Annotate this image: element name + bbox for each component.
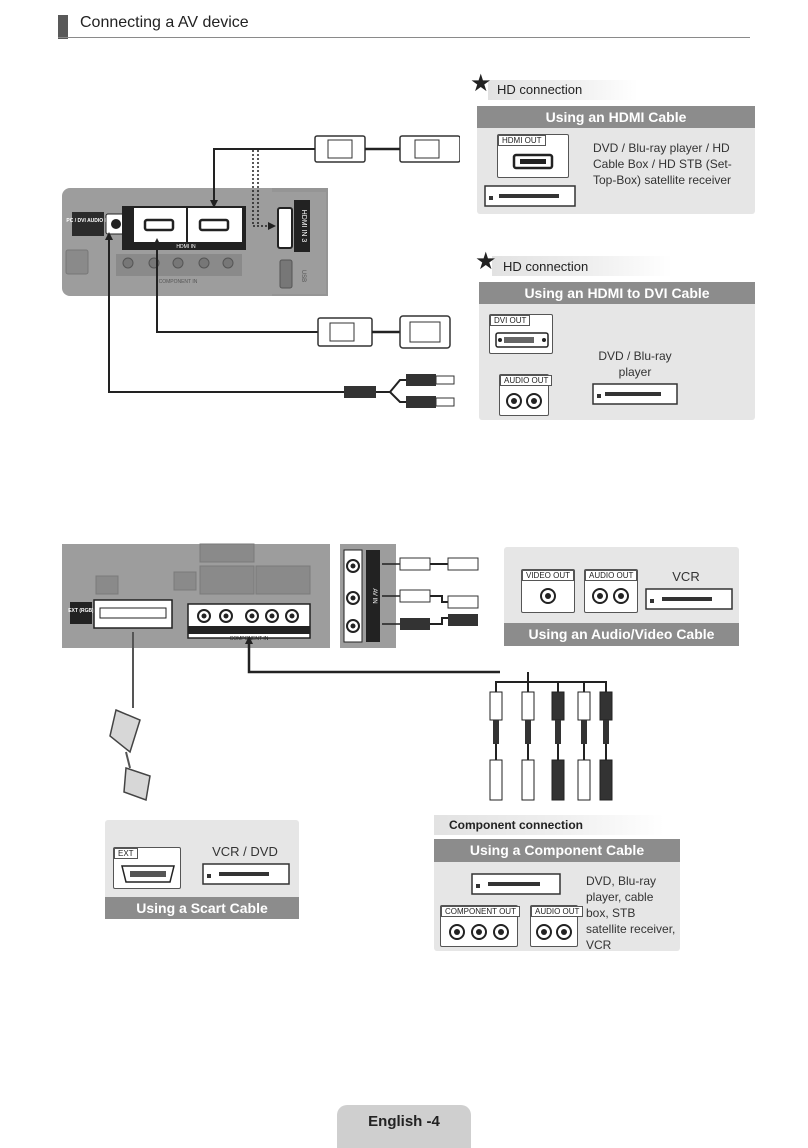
- scart-plug-top: [109, 708, 141, 754]
- dvi-out-label: DVI OUT: [490, 315, 531, 326]
- section-divider: [58, 37, 750, 38]
- hdmi-out-port-box: HDMI OUT: [497, 134, 569, 178]
- hdmi-device-list: DVD / Blu-ray player / HD Cable Box / HD…: [593, 141, 732, 187]
- av-panel-title: Using an Audio/Video Cable: [504, 623, 739, 646]
- dvi-audio-out-label: AUDIO OUT: [500, 375, 553, 386]
- component-device-list: DVD, Blu-ray player, cable box, STB sate…: [586, 874, 676, 952]
- player-device-icon: [484, 185, 576, 207]
- ext-rgb-label: EXT (RGB): [68, 608, 94, 614]
- scart-port-icon: [121, 865, 175, 883]
- upper-plugs: [489, 691, 613, 744]
- av-device-name: VCR: [672, 569, 700, 584]
- star-icon: ★: [470, 70, 492, 97]
- component-out-port-box: COMPONENT OUT: [440, 905, 520, 947]
- dvi-port-icon: [495, 332, 549, 348]
- pc-dvi-audio-label-box: [72, 212, 104, 236]
- component-connection-label: Component connection: [449, 818, 583, 832]
- hd-connection-badge-1: [488, 80, 638, 100]
- component-audio-out-label: AUDIO OUT: [531, 906, 584, 917]
- component-jacks-icon: [449, 924, 509, 940]
- component-audio-out-port-box: AUDIO OUT: [530, 905, 584, 947]
- hdmi-panel-title: Using an HDMI Cable: [477, 106, 755, 128]
- scart-device-name: VCR / DVD: [212, 844, 278, 859]
- hd-connection-label-2: HD connection: [503, 259, 589, 274]
- video-jack-icon: [540, 588, 556, 604]
- component-in-label-top: COMPONENT IN: [159, 279, 198, 285]
- mini-jack-plug: [344, 386, 376, 398]
- hdmi-panel: Using an HDMI Cable HDMI OUT DVD / Blu-r…: [477, 106, 755, 214]
- vcr-dvd-device-icon: [202, 863, 290, 885]
- tv-rear-panel-top-diagram: PC / DVI AUDIO IN HDMI IN COMPONENT IN H…: [62, 135, 460, 408]
- dvi-audio-out-port-box: AUDIO OUT: [499, 374, 553, 416]
- audio-jacks-icon: [536, 924, 572, 940]
- player-device-icon: [471, 873, 561, 895]
- hdmi-port-1-icon: [143, 218, 175, 232]
- dvi-out-port-box: DVI OUT: [489, 314, 553, 354]
- ext-port-label: EXT: [114, 848, 138, 859]
- component-cable-plugs: [489, 672, 613, 801]
- star-icon: ★: [475, 248, 497, 275]
- av-panel: VIDEO OUT AUDIO OUT VCR Using an Audio/V…: [504, 547, 739, 646]
- page-footer: English -4: [337, 1105, 471, 1148]
- video-out-label: VIDEO OUT: [522, 570, 575, 581]
- dvi-panel-title: Using an HDMI to DVI Cable: [479, 282, 755, 304]
- hdmi-in3-port-icon: [277, 207, 293, 249]
- scart-panel-title: Using a Scart Cable: [105, 897, 299, 919]
- dvi-device-list: DVD / Blu-ray player: [598, 349, 672, 379]
- av-audio-out-port-box: AUDIO OUT: [584, 569, 638, 613]
- component-panel-title: Using a Component Cable: [434, 839, 680, 862]
- component-connection-badge: [434, 815, 664, 835]
- audio-jacks-icon: [506, 393, 542, 409]
- audio-jacks-icon: [592, 588, 629, 604]
- player-device-icon: [592, 383, 678, 405]
- hdmi-in3-label: HDMI IN 3: [300, 210, 307, 243]
- hdmi-port-2-icon: [198, 218, 230, 232]
- hdmi-port-icon: [512, 153, 554, 170]
- component-panel: Using a Component Cable COMPONENT OUT AU…: [434, 839, 680, 952]
- pc-audio-jack-icon: [111, 219, 121, 229]
- vcr-device-icon: [645, 588, 733, 610]
- hdmi-in-label: HDMI IN: [176, 244, 196, 250]
- pc-dvi-audio-label: PC / DVI AUDIO IN: [66, 218, 110, 224]
- ext-port-box: EXT: [113, 847, 181, 889]
- dvi-panel: Using an HDMI to DVI Cable DVI OUT AUDIO…: [479, 282, 755, 420]
- usb-label: USB: [300, 270, 306, 282]
- av-in-label: AV IN: [371, 588, 377, 603]
- component-out-label: COMPONENT OUT: [441, 906, 520, 917]
- scart-plug-bottom: [123, 766, 151, 802]
- av-audio-out-label: AUDIO OUT: [585, 570, 638, 581]
- section-title: Connecting a AV device: [80, 14, 249, 31]
- lower-plugs: [489, 744, 613, 801]
- hdmi-out-label: HDMI OUT: [498, 135, 546, 146]
- video-out-port-box: VIDEO OUT: [521, 569, 575, 613]
- scart-panel: EXT VCR / DVD Using a Scart Cable: [105, 820, 299, 919]
- hd-connection-label-1: HD connection: [497, 82, 583, 97]
- section-marker: [58, 15, 68, 39]
- hd-connection-badge-2: [492, 256, 672, 276]
- tv-rear-panel-bottom-diagram: EXT (RGB) COMPONENT IN AV IN: [62, 543, 500, 802]
